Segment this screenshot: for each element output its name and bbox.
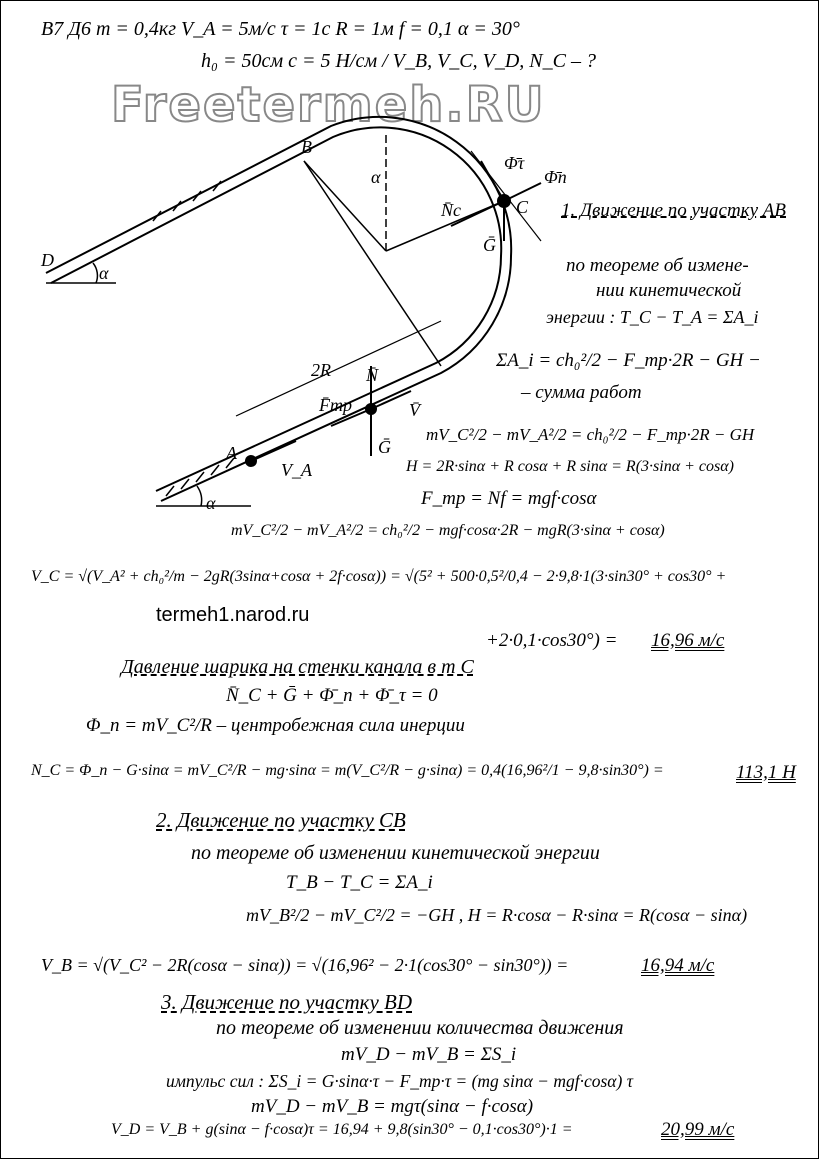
pressure-line2: Φ_n = mV_C²/R – центробежная сила инерци… xyxy=(86,715,465,736)
s2-line1: по теореме об изменении кинетической эне… xyxy=(191,842,600,864)
track-inner-line xyxy=(50,126,503,492)
pressure-title: Давление шарика на стенки канала в т C xyxy=(121,656,474,678)
label-b: B xyxy=(301,137,312,157)
vc-result: 16,96 м/с xyxy=(651,630,725,651)
label-alpha-d: α xyxy=(99,263,109,283)
section2-title: 2. Движение по участку CB xyxy=(156,808,406,832)
s1-line4: ΣA_i = ch₀²/2 − F_тр·2R − GH − xyxy=(496,350,761,371)
s3-line4: mV_D − mV_B = mgτ(sinα − f·cosα) xyxy=(251,1096,534,1117)
s1-line8: F_тр = Nf = mgf·cosα xyxy=(421,488,597,509)
given-data-line1: В7 Д6 m = 0,4кг V_A = 5м/с τ = 1с R = 1м… xyxy=(41,18,520,40)
label-v: V̄ xyxy=(409,400,422,420)
label-ftr: F̄тр xyxy=(318,395,352,415)
s1-line9: mV_C²/2 − mV_A²/2 = ch₀²/2 − mgf·cosα·2R… xyxy=(231,522,665,539)
nc-result: 113,1 Н xyxy=(736,762,796,783)
vb-result: 16,94 м/с xyxy=(641,955,715,976)
s1-line5: – сумма работ xyxy=(521,382,642,403)
s1-line7: H = 2R·sinα + R cosα + R sinα = R(3·sinα… xyxy=(406,458,734,475)
track-diagram: B C D A α α α 2R N̄ F̄тр V̄ Ḡ V_A N̄c Ḡ … xyxy=(40,115,567,513)
s1-line1: по теореме об измене- xyxy=(566,255,749,276)
watermark: Freetermeh.RU xyxy=(110,77,546,133)
ball-position-a xyxy=(245,455,257,467)
label-2r: 2R xyxy=(311,360,331,380)
ball-position-c xyxy=(497,194,511,208)
ball-position-mid xyxy=(365,403,377,415)
section1-title: 1. Движение по участку AB xyxy=(561,200,786,221)
label-n: N̄ xyxy=(365,365,379,385)
label-gc: Ḡ xyxy=(483,235,496,255)
s2-line4: V_B = √(V_C² − 2R(cosα − sinα)) = √(16,9… xyxy=(41,955,569,975)
label-phi-n: Φ̄n xyxy=(544,167,567,187)
label-alpha-a: α xyxy=(206,493,216,513)
s1-line2: нии кинетической xyxy=(596,280,742,301)
s2-line3: mV_B²/2 − mV_C²/2 = −GH , H = R·cosα − R… xyxy=(246,905,748,925)
label-alpha-b: α xyxy=(371,167,381,187)
pressure-line1: N̄_C + Ḡ + Φ̄_n + Φ̄_τ = 0 xyxy=(226,685,438,706)
s3-line5: V_D = V_B + g(sinα − f·cosα)τ = 16,94 + … xyxy=(111,1121,573,1138)
vc-formula: V_C = √(V_A² + ch₀²/m − 2gR(3sinα+cosα +… xyxy=(31,568,727,585)
label-nc: N̄c xyxy=(440,200,461,220)
s1-line6: mV_C²/2 − mV_A²/2 = ch₀²/2 − F_тр·2R − G… xyxy=(426,425,755,444)
label-g: Ḡ xyxy=(378,437,391,457)
label-d: D xyxy=(40,250,54,270)
s3-line3: импульс сил : ΣS_i = G·sinα·τ − F_тр·τ =… xyxy=(166,1071,633,1091)
label-a: A xyxy=(225,443,238,463)
label-va: V_A xyxy=(281,460,313,480)
section3-title: 3. Движение по участку BD xyxy=(161,990,413,1014)
vc-formula-cont: +2·0,1·cos30°) = xyxy=(486,630,618,651)
site-text: termeh1.narod.ru xyxy=(156,604,310,626)
vd-result: 20,99 м/с xyxy=(661,1119,735,1140)
label-phi-tau: Φ̄τ xyxy=(504,153,525,173)
s1-line3: энергии : T_C − T_A = ΣA_i xyxy=(546,307,759,327)
pressure-line3: N_C = Φ_n − G·sinα = mV_C²/R − mg·sinα =… xyxy=(31,762,664,779)
s3-line1: по теореме об изменении количества движе… xyxy=(216,1017,624,1039)
label-c: C xyxy=(516,197,529,217)
s3-line2: mV_D − mV_B = ΣS_i xyxy=(341,1044,517,1065)
s2-line2: T_B − T_C = ΣA_i xyxy=(286,872,433,893)
given-data-line2: h₀ = 50см c = 5 Н/см / V_B, V_C, V_D, N_… xyxy=(201,50,596,72)
